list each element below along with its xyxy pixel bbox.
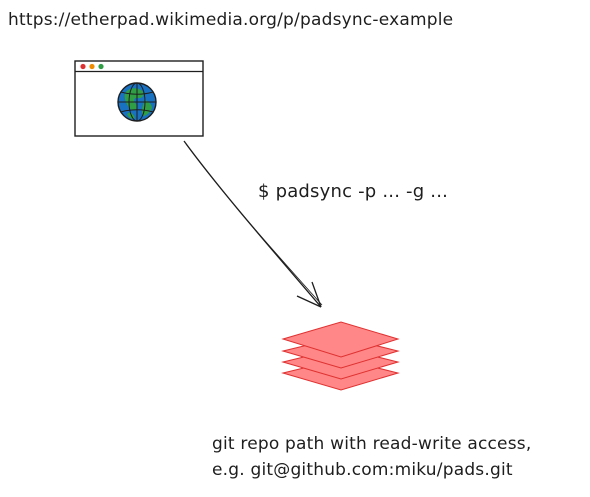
window-maximize-dot	[98, 63, 104, 70]
git-repo-stack-icon	[281, 321, 400, 391]
window-minimize-dot	[89, 63, 95, 70]
browser-window-icon	[74, 60, 204, 137]
repo-description-line1: git repo path with read-write access,	[212, 434, 532, 454]
sync-arrow	[183, 140, 323, 308]
padsync-command-label: $ padsync -p ... -g ...	[258, 181, 449, 202]
repo-layer-top	[281, 321, 400, 358]
globe-icon	[117, 82, 157, 122]
window-close-dot	[80, 63, 86, 70]
repo-description-line2: e.g. git@github.com:miku/pads.git	[212, 460, 513, 480]
etherpad-url-label: https://etherpad.wikimedia.org/p/padsync…	[8, 10, 454, 30]
